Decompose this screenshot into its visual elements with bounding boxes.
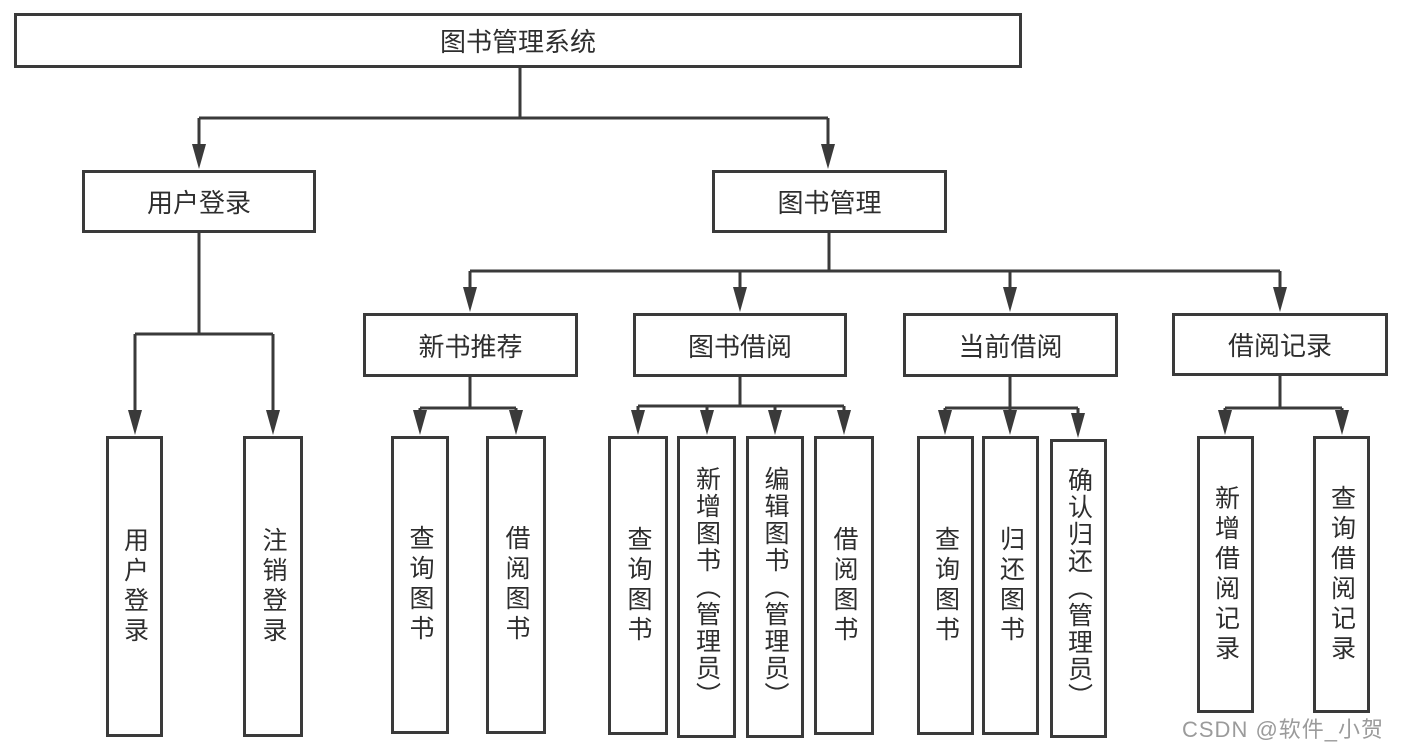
edge-bb-trunk [636,377,846,413]
arrowheads [128,144,1349,438]
leaf-confirm-return-admin: 确认归还（管理员） [1050,439,1107,738]
edge-book-mgmt-trunk [468,233,1282,289]
node-user-login: 用户登录 [82,170,316,233]
leaf-query-borrow-record: 查询借阅记录 [1313,436,1370,713]
leaf-borrow-books-2: 借阅图书 [814,436,874,735]
leaf-query-books-2: 查询图书 [608,436,668,735]
csdn-watermark: CSDN @软件_小贺同学 [1182,717,1385,742]
leaf-user-login: 用户登录 [106,436,163,737]
node-system-root: 图书管理系统 [14,13,1022,68]
leaf-logout: 注销登录 [243,436,303,737]
node-book-borrowing: 图书借阅 [633,313,847,377]
leaf-query-books-3: 查询图书 [917,436,974,735]
leaf-edit-books-admin: 编辑图书（管理员） [746,436,804,738]
leaf-return-books: 归还图书 [982,436,1039,735]
node-borrowing-records: 借阅记录 [1172,313,1388,376]
edge-nb-trunk [418,377,518,413]
leaf-query-books: 查询图书 [391,436,449,734]
edge-user-login-trunk [133,233,275,412]
leaf-add-books-admin: 新增图书（管理员） [677,436,736,738]
node-new-book-recommend: 新书推荐 [363,313,578,377]
node-current-borrowing: 当前借阅 [903,313,1118,377]
edge-cb-trunk [943,377,1080,415]
edge-root-trunk [197,67,830,145]
leaf-borrow-books: 借阅图书 [486,436,546,734]
node-book-management: 图书管理 [712,170,947,233]
leaf-add-borrow-record: 新增借阅记录 [1197,436,1254,713]
edge-br-trunk [1223,376,1344,413]
